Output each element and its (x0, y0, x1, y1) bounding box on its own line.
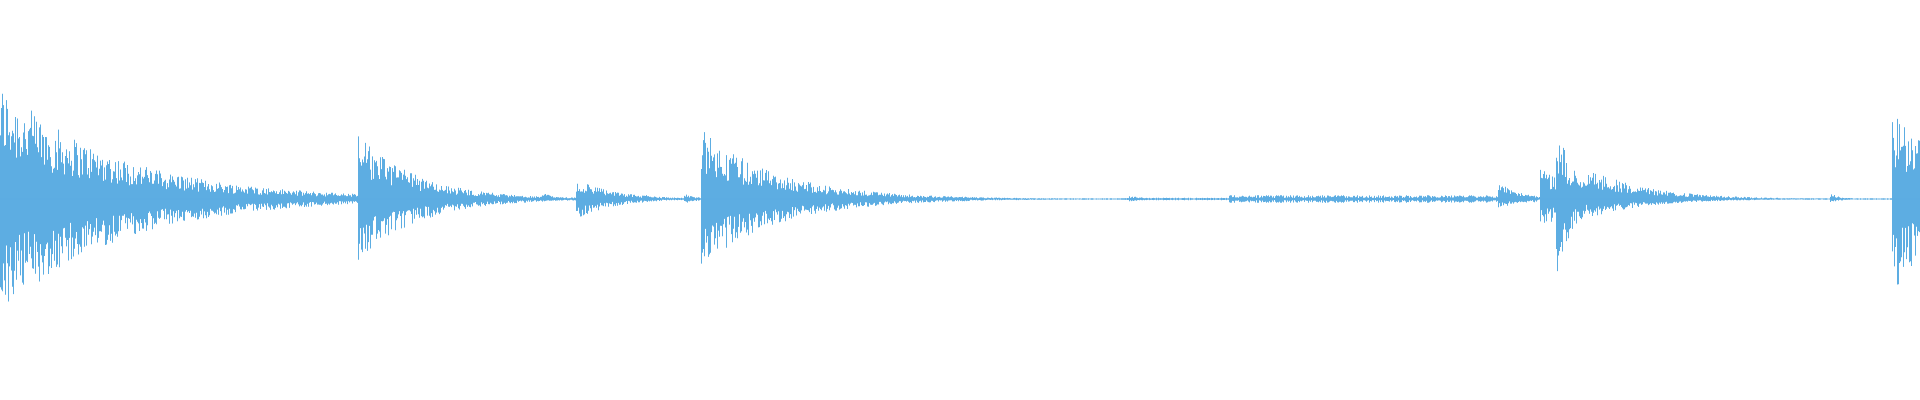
waveform-bars (0, 93, 1920, 302)
